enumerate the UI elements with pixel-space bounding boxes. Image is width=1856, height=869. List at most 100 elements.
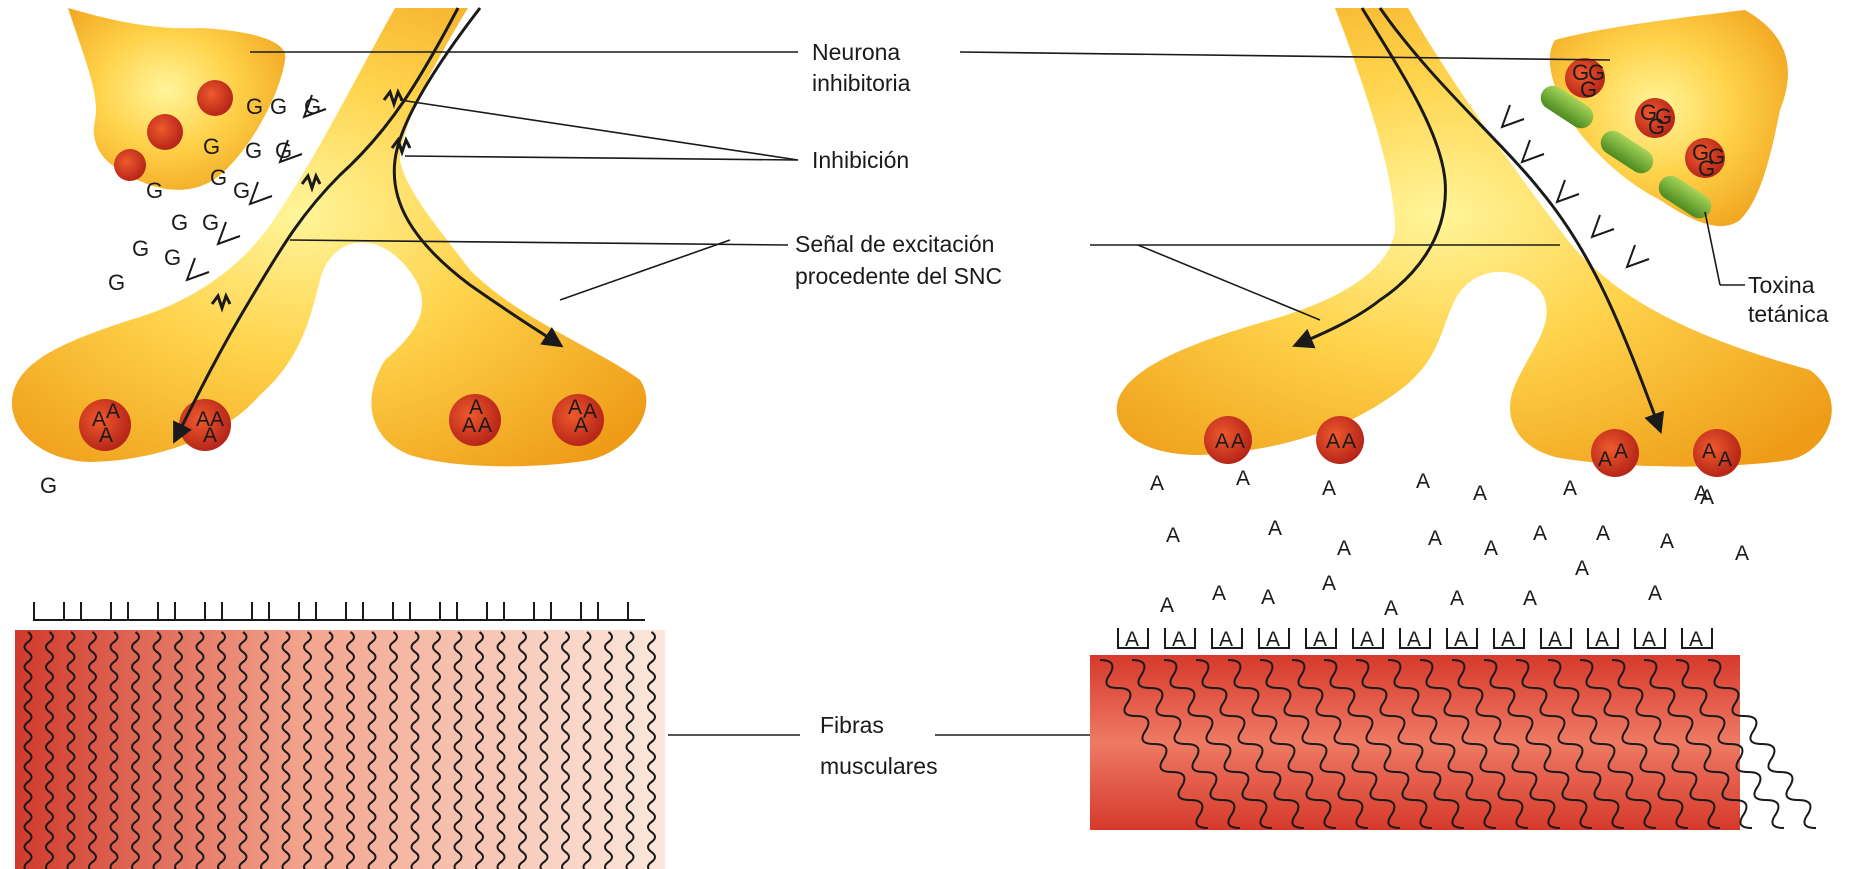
- empty-receptor: [81, 602, 111, 620]
- svg-text:G: G: [304, 94, 321, 119]
- label-senal-2: procedente del SNC: [795, 263, 1002, 289]
- svg-text:G: G: [108, 270, 125, 295]
- bound-acetylcholine: A: [1548, 628, 1562, 651]
- bound-acetylcholine: A: [1313, 628, 1327, 651]
- acetylcholine-molecule: A: [1735, 542, 1749, 565]
- svg-text:G: G: [275, 138, 292, 163]
- right-panel: G G G G G G G G G A A: [1090, 8, 1832, 830]
- svg-text:A: A: [1718, 448, 1732, 471]
- svg-text:G: G: [203, 134, 220, 159]
- acetylcholine-molecule: A: [1166, 524, 1180, 547]
- label-inhibicion: Inhibición: [812, 147, 909, 173]
- svg-text:G: G: [210, 165, 227, 190]
- label-toxina-1: Toxina: [1748, 272, 1815, 298]
- svg-text:G: G: [245, 138, 262, 163]
- svg-text:G: G: [164, 245, 181, 270]
- svg-text:A: A: [99, 424, 113, 447]
- bound-acetylcholine: A: [1172, 628, 1186, 651]
- acetylcholine-molecule: A: [1575, 557, 1589, 580]
- empty-receptor: [269, 602, 299, 620]
- bound-acetylcholine: A: [1219, 628, 1233, 651]
- acetylcholine-molecule: A: [1700, 486, 1714, 509]
- svg-text:A: A: [1614, 440, 1628, 463]
- svg-text:A: A: [1326, 430, 1340, 453]
- label-fibras-2: musculares: [820, 753, 938, 779]
- bound-acetylcholine: A: [1407, 628, 1421, 651]
- acetylcholine-molecule: A: [1533, 522, 1547, 545]
- svg-text:A: A: [106, 400, 120, 423]
- left-panel: G G G G G G G G G G G G G G G A A A A A …: [12, 8, 665, 869]
- bound-acetylcholine: A: [1689, 628, 1703, 651]
- acetylcholine-molecule: A: [1261, 586, 1275, 609]
- empty-receptor: [551, 602, 581, 620]
- svg-text:A: A: [462, 414, 476, 437]
- empty-receptor: [457, 602, 487, 620]
- svg-text:A: A: [574, 414, 588, 437]
- acetylcholine-molecule: A: [1160, 594, 1174, 617]
- acetylcholine-molecule: A: [1523, 587, 1537, 610]
- svg-text:A: A: [1342, 430, 1356, 453]
- acetylcholine-molecule: A: [1484, 537, 1498, 560]
- bound-acetylcholine: A: [1360, 628, 1374, 651]
- svg-text:G: G: [171, 210, 188, 235]
- acetylcholine-molecule: A: [1322, 572, 1336, 595]
- bound-acetylcholine: A: [1125, 628, 1139, 651]
- acetylcholine-molecule: A: [1648, 582, 1662, 605]
- bound-acetylcholine: A: [1454, 628, 1468, 651]
- svg-text:G: G: [1698, 156, 1715, 181]
- empty-receptor: [363, 602, 393, 620]
- acetylcholine-molecule: A: [1150, 472, 1164, 495]
- label-toxina-2: tetánica: [1748, 301, 1829, 327]
- svg-text:G: G: [1580, 77, 1597, 102]
- svg-text:A: A: [203, 424, 217, 447]
- acetylcholine-receptors-left: [34, 602, 645, 620]
- label-neurona-inhibitoria-1: Neurona: [812, 39, 900, 65]
- released-acetylcholine: AAAAAAAAAAAAAAAAAAAAAAAAAA: [1150, 467, 1749, 620]
- acetylcholine-molecule: A: [1450, 587, 1464, 610]
- svg-text:A: A: [478, 414, 492, 437]
- bound-acetylcholine: A: [1501, 628, 1515, 651]
- muscle-fiber-right: AAAAAAAAAAAAA: [1090, 628, 1816, 830]
- svg-text:G: G: [202, 210, 219, 235]
- acetylcholine-molecule: A: [1384, 597, 1398, 620]
- label-fibras-1: Fibras: [820, 712, 884, 738]
- empty-receptor: [175, 602, 205, 620]
- empty-receptor: [34, 602, 64, 620]
- acetylcholine-molecule: A: [1596, 522, 1610, 545]
- svg-text:G: G: [1648, 114, 1665, 139]
- acetylcholine-molecule: A: [1322, 477, 1336, 500]
- svg-text:G: G: [270, 94, 287, 119]
- acetylcholine-molecule: A: [1563, 477, 1577, 500]
- svg-text:A: A: [1598, 448, 1612, 471]
- acetylcholine-molecule: A: [1236, 467, 1250, 490]
- svg-text:G: G: [146, 178, 163, 203]
- empty-receptor: [128, 602, 158, 620]
- svg-text:G: G: [246, 94, 263, 119]
- svg-text:G: G: [233, 178, 250, 203]
- muscle-fiber-left: [15, 602, 665, 869]
- glycine-legend-g: G: [40, 473, 57, 498]
- acetylcholine-molecule: A: [1428, 527, 1442, 550]
- label-senal-1: Señal de excitación: [795, 231, 994, 257]
- acetylcholine-molecule: A: [1416, 470, 1430, 493]
- svg-text:G: G: [132, 236, 149, 261]
- empty-receptor: [222, 602, 252, 620]
- acetylcholine-molecule: A: [1660, 530, 1674, 553]
- label-neurona-inhibitoria-2: inhibitoria: [812, 70, 911, 96]
- acetylcholine-molecule: A: [1473, 482, 1487, 505]
- acetylcholine-molecule: A: [1212, 582, 1226, 605]
- svg-text:A: A: [1215, 430, 1229, 453]
- bound-acetylcholine: A: [1266, 628, 1280, 651]
- empty-receptor: [410, 602, 440, 620]
- empty-receptor: [316, 602, 346, 620]
- empty-receptor: [598, 602, 628, 620]
- bound-acetylcholine: A: [1642, 628, 1656, 651]
- empty-receptor: [504, 602, 534, 620]
- bound-acetylcholine: A: [1595, 628, 1609, 651]
- svg-text:A: A: [1231, 430, 1245, 453]
- acetylcholine-molecule: A: [1337, 537, 1351, 560]
- acetylcholine-molecule: A: [1268, 517, 1282, 540]
- svg-text:A: A: [1702, 440, 1716, 463]
